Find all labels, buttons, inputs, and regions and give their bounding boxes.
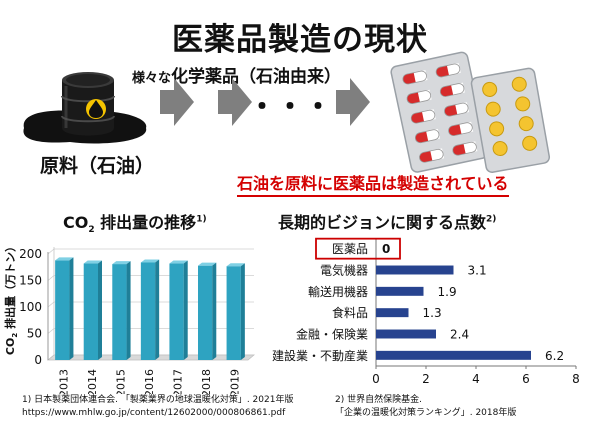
svg-text:CO2 排出量（万トン）: CO2 排出量（万トン）	[3, 241, 19, 355]
vision-value-label: 3.1	[468, 264, 487, 278]
arrow-right-icon	[160, 78, 370, 126]
subtitle: 様々な化学薬品（石油由来）	[132, 62, 341, 87]
co2-y-tick-label: 0	[34, 353, 42, 367]
vision-category-label: 輸送用機器	[308, 284, 368, 299]
co2-y-tick-label: 150	[19, 274, 42, 288]
vision-x-tick-label: 8	[572, 372, 580, 386]
vision-bar	[376, 265, 454, 275]
reference-1-url: https://www.mhlw.go.jp/content/12602000/…	[22, 408, 286, 418]
vision-value-label: 2.4	[450, 328, 469, 342]
vision-title-ref: 2)	[486, 214, 497, 225]
vision-chart-title: 長期的ビジョンに関する点数2)	[278, 209, 496, 233]
vision-title-text: 長期的ビジョンに関する点数	[278, 213, 487, 232]
highlight-box	[315, 237, 401, 260]
reference-2: 2) 世界自然保険基金. 「企業の温暖化対策ランキング」. 2018年版	[335, 394, 516, 420]
raw-material-label: 原料（石油）	[40, 155, 155, 177]
co2-bar	[140, 259, 160, 360]
co2-y-tick-label: 100	[19, 300, 42, 314]
ellipsis-dots: ・・・	[248, 90, 332, 123]
co2-x-tick-label: 2014	[86, 369, 99, 394]
vision-bar	[376, 329, 436, 339]
co2-x-tick-label: 2015	[114, 369, 127, 394]
vision-value-label: 6.2	[545, 349, 564, 363]
co2-y-tick-label: 200	[19, 247, 42, 261]
co2-title-ref: 1)	[196, 214, 207, 225]
vision-x-tick-label: 4	[472, 372, 480, 386]
co2-emission-chart: CO2 排出量（万トン） 0 50 100 150 200 2013 2014 2015 20…	[3, 241, 256, 394]
vision-bar	[376, 286, 424, 296]
banner-statement: 石油を原料に医薬品は製造されている	[237, 170, 509, 197]
subtitle-main: 化学薬品（石油由来）	[171, 67, 342, 87]
co2-chart-title: CO2 排出量の推移1)	[63, 209, 207, 235]
co2-x-tick-label: 2018	[200, 369, 213, 394]
reference-1: 1) 日本製薬団体連合会. 「製薬業界の地球温暖化対策」. 2021年版 htt…	[22, 394, 293, 420]
co2-bar	[169, 260, 188, 360]
pill-blister-pack-icon	[390, 51, 551, 173]
co2-x-tick-label: 2013	[57, 369, 70, 394]
co2-y-tick-label: 50	[27, 327, 42, 341]
oil-barrel-icon	[23, 72, 147, 144]
co2-bar	[112, 261, 131, 360]
vision-value-label: 0	[382, 242, 390, 256]
vision-x-tick-label: 6	[522, 372, 530, 386]
subtitle-prefix: 様々な	[132, 71, 172, 86]
page-title: 医薬品製造の現状	[172, 22, 428, 58]
co2-x-tick-label: 2016	[143, 369, 156, 394]
co2-title-pre: CO	[63, 213, 89, 232]
co2-bar	[226, 263, 245, 360]
vision-bar	[376, 308, 409, 318]
reference-1-line-1: 1) 日本製薬団体連合会. 「製薬業界の地球温暖化対策」. 2021年版	[22, 395, 294, 405]
vision-x-tick-label: 2	[422, 372, 430, 386]
vision-x-tick-label: 0	[372, 372, 380, 386]
vision-category-label: 金融・保険業	[296, 327, 368, 342]
co2-title-post: 排出量の推移	[94, 213, 197, 232]
reference-2-line-2: 「企業の温暖化対策ランキング」. 2018年版	[335, 408, 517, 418]
vision-category-label: 食料品	[332, 305, 368, 320]
vision-category-label: 医薬品	[332, 242, 368, 256]
vision-category-label: 電気機器	[320, 263, 368, 278]
vision-category-label: 建設業・不動産業	[272, 348, 368, 363]
co2-x-tick-label: 2019	[229, 369, 242, 394]
vision-value-label: 1.9	[438, 285, 457, 299]
co2-bar	[55, 257, 74, 360]
reference-2-line-1: 2) 世界自然保険基金.	[335, 395, 422, 405]
co2-y-axis-label: CO2 排出量（万トン）	[3, 241, 19, 355]
co2-x-tick-label: 2017	[172, 369, 185, 394]
co2-bar	[198, 262, 217, 360]
co2-bar	[83, 260, 102, 360]
vision-value-label: 1.3	[423, 306, 442, 320]
co2-title-sub: 2	[88, 225, 95, 236]
vision-bar	[376, 350, 531, 360]
process-illustration: ・・・	[23, 51, 551, 173]
